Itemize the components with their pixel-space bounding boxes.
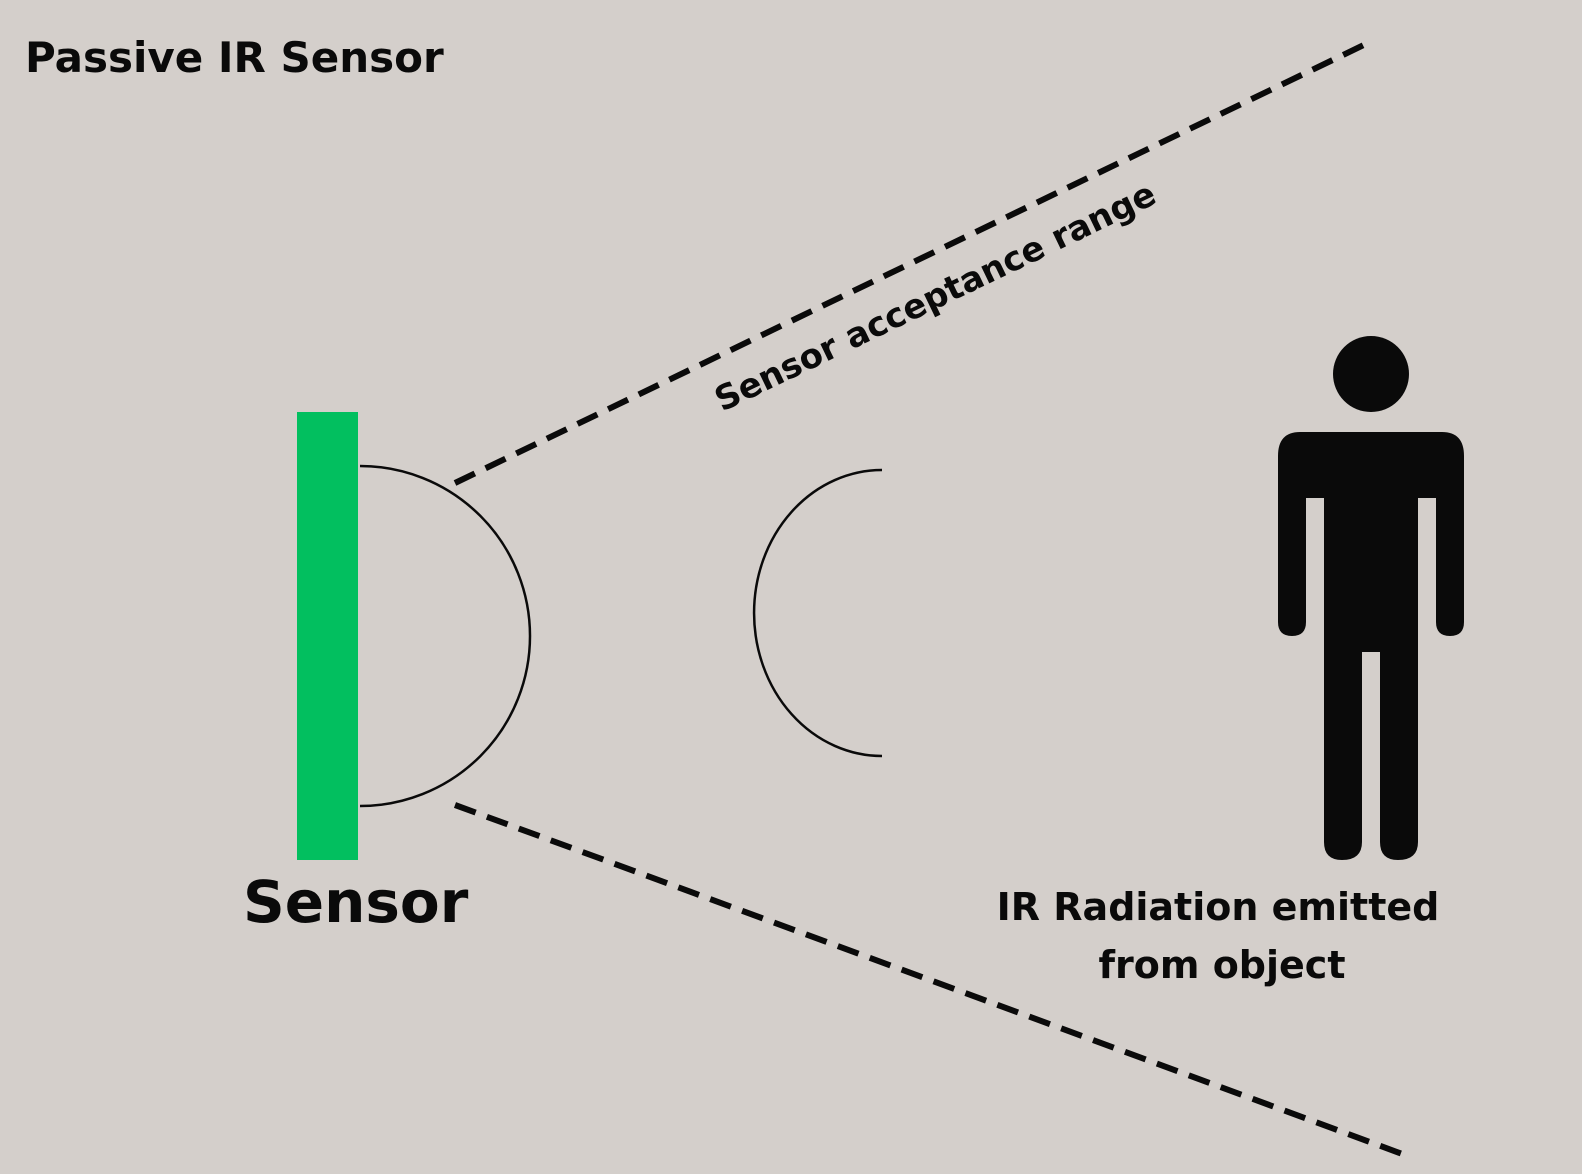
sensor-bar <box>297 412 358 860</box>
diagram-title: Passive IR Sensor <box>25 33 444 82</box>
person-icon <box>1278 336 1464 860</box>
radiation-label-line1: IR Radiation emitted <box>997 885 1440 929</box>
sensor-label: Sensor <box>243 868 469 936</box>
ir-wave-arc <box>752 468 883 758</box>
sensor-lens-arc <box>359 464 532 808</box>
radiation-label-line2: from object <box>1099 943 1346 987</box>
